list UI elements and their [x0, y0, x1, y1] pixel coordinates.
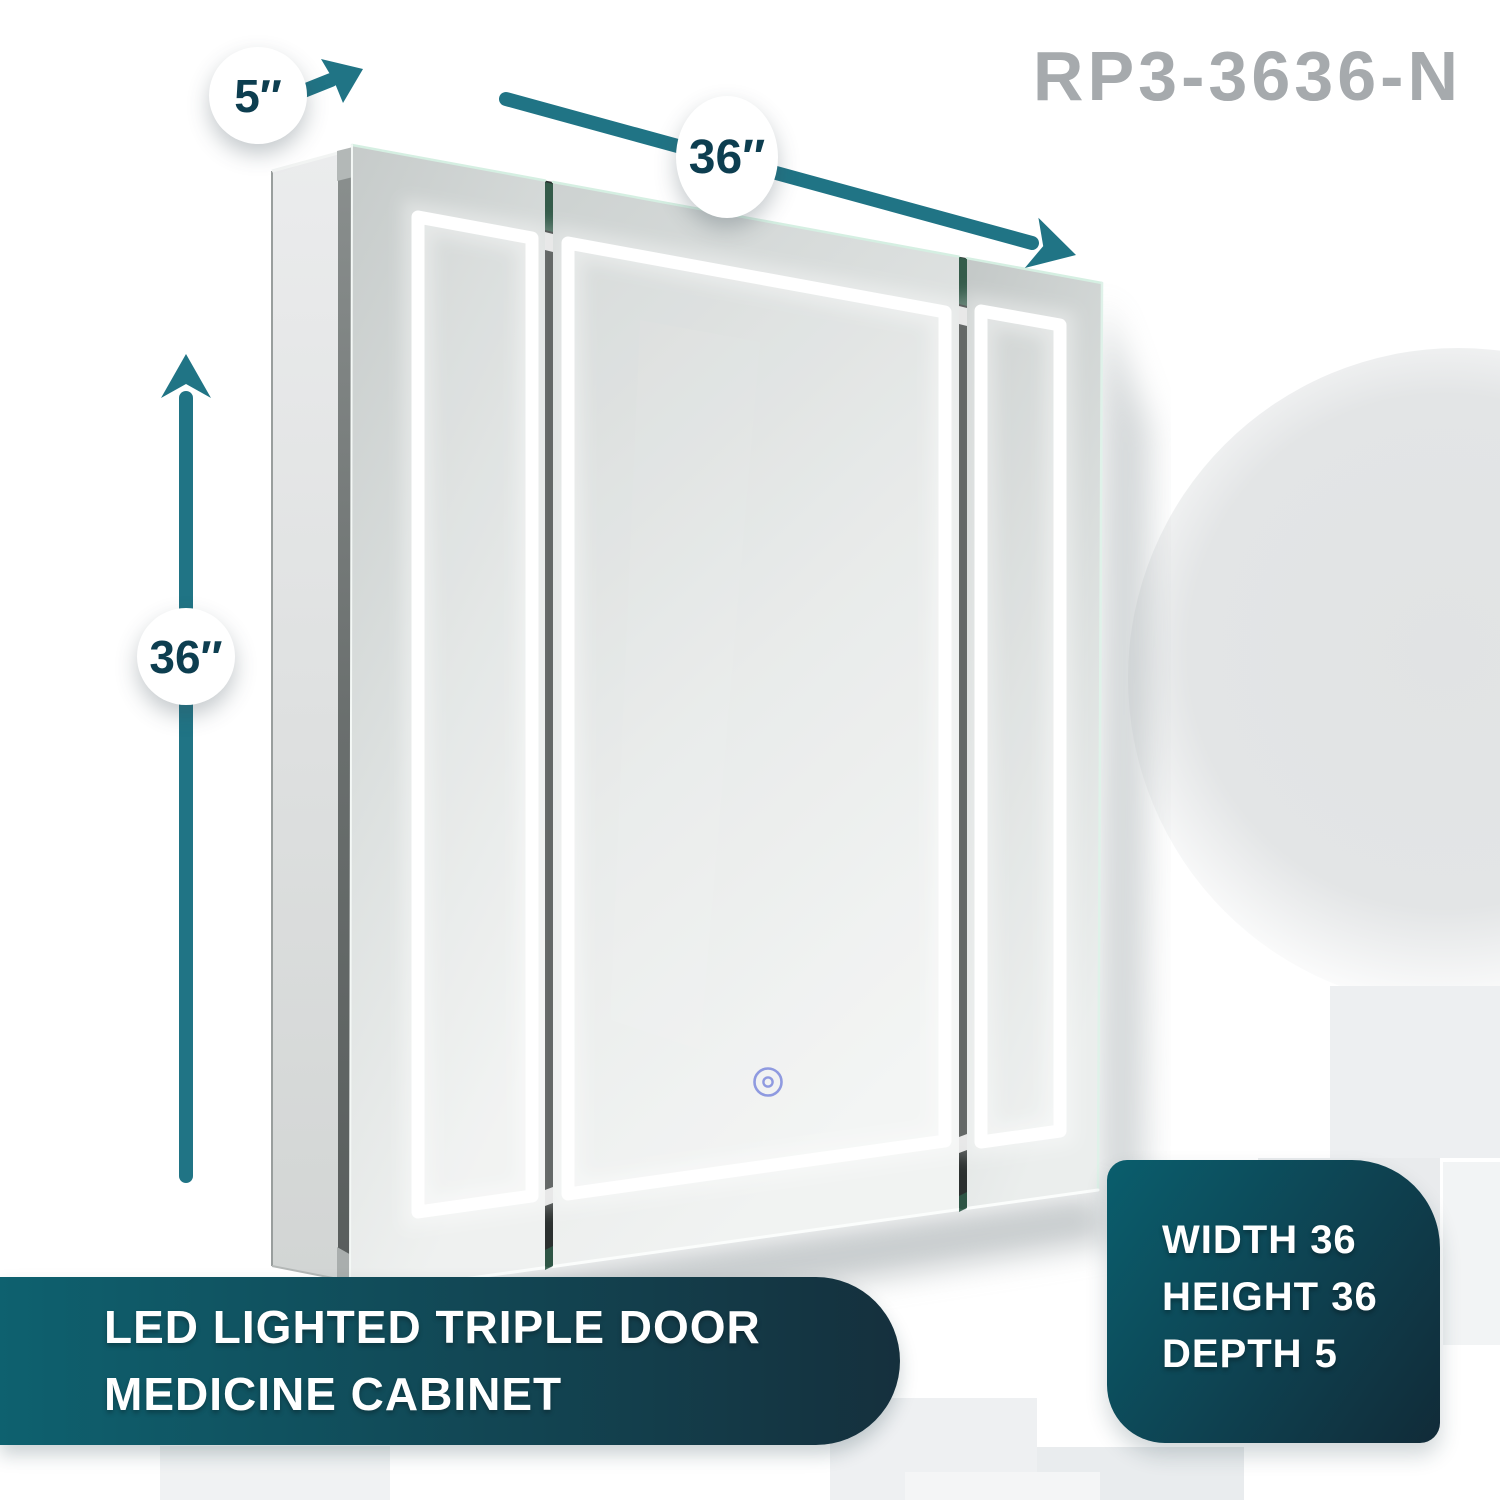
- led-gap-crossing: [959, 306, 967, 326]
- height-arrow-head: [161, 354, 211, 398]
- width-badge-label: 36″: [688, 130, 766, 184]
- width-arrow-head: [1024, 217, 1076, 268]
- gap-glint: [545, 182, 553, 232]
- background-square: [905, 1472, 1100, 1500]
- glass-edge: [349, 144, 353, 1296]
- width-badge: 36″: [676, 96, 778, 218]
- touch-sensor-dot: [762, 1076, 774, 1088]
- led-gap-crossing: [545, 232, 553, 252]
- mirror-door-left: [350, 145, 545, 1295]
- glass-edge: [965, 1188, 1100, 1210]
- depth-arrow-head: [321, 59, 363, 103]
- spec-height: HEIGHT 36: [1162, 1275, 1378, 1319]
- spec-width: WIDTH 36: [1162, 1218, 1357, 1262]
- product-title-line-2: MEDICINE CABINET: [104, 1368, 563, 1420]
- hinge-cap-top: [337, 147, 353, 181]
- height-badge-label: 36″: [149, 630, 223, 683]
- depth-badge-label: 5″: [234, 69, 282, 122]
- background-square: [1330, 986, 1500, 1158]
- touch-sensor-ring: [753, 1067, 783, 1097]
- background-square: [1443, 1162, 1500, 1345]
- glass-edge: [965, 256, 1104, 285]
- cabinet-side-panel: [271, 147, 353, 1293]
- depth-badge: 5″: [209, 47, 307, 144]
- gap-glint: [545, 1246, 553, 1270]
- led-stripe-center: [561, 236, 952, 1201]
- hinge-channel: [338, 149, 352, 1293]
- gap-glint: [959, 1192, 967, 1212]
- led-borders: [403, 198, 1075, 1230]
- glass-edge: [551, 1208, 961, 1268]
- glass-edge: [350, 143, 547, 182]
- product-code: RP3-3636-N: [1032, 37, 1462, 115]
- product-title-banner: LED LIGHTED TRIPLE DOOR MEDICINE CABINET: [0, 1277, 900, 1445]
- side-panel-face: [272, 153, 338, 1279]
- mirror-door-center: [553, 182, 959, 1267]
- cabinet-shadow-right: [1098, 300, 1150, 1200]
- mirror-reflection-streak: [610, 320, 760, 1050]
- gap-glint: [959, 257, 967, 306]
- gap-glints: [545, 182, 967, 1270]
- depth-arrow-icon: [294, 59, 363, 103]
- height-badge: 36″: [137, 608, 235, 705]
- led-stripe-left: [411, 210, 539, 1219]
- background-square: [160, 1446, 390, 1500]
- led-stripe-right: [974, 304, 1067, 1149]
- side-panel-bottom-edge: [271, 1265, 339, 1280]
- glass-edge: [551, 180, 961, 258]
- touch-sensor-icon: [753, 1067, 783, 1097]
- side-panel-top-edge: [271, 151, 339, 173]
- product-title-line-1: LED LIGHTED TRIPLE DOOR: [104, 1301, 761, 1353]
- spec-panel: WIDTH 36 HEIGHT 36 DEPTH 5: [1107, 1160, 1440, 1443]
- led-gap-crossing: [959, 1134, 967, 1153]
- spec-depth: DEPTH 5: [1162, 1332, 1338, 1376]
- led-gap-crossing: [545, 1187, 553, 1206]
- height-arrow-icon: [161, 354, 211, 1183]
- glass-edge: [1096, 281, 1104, 1192]
